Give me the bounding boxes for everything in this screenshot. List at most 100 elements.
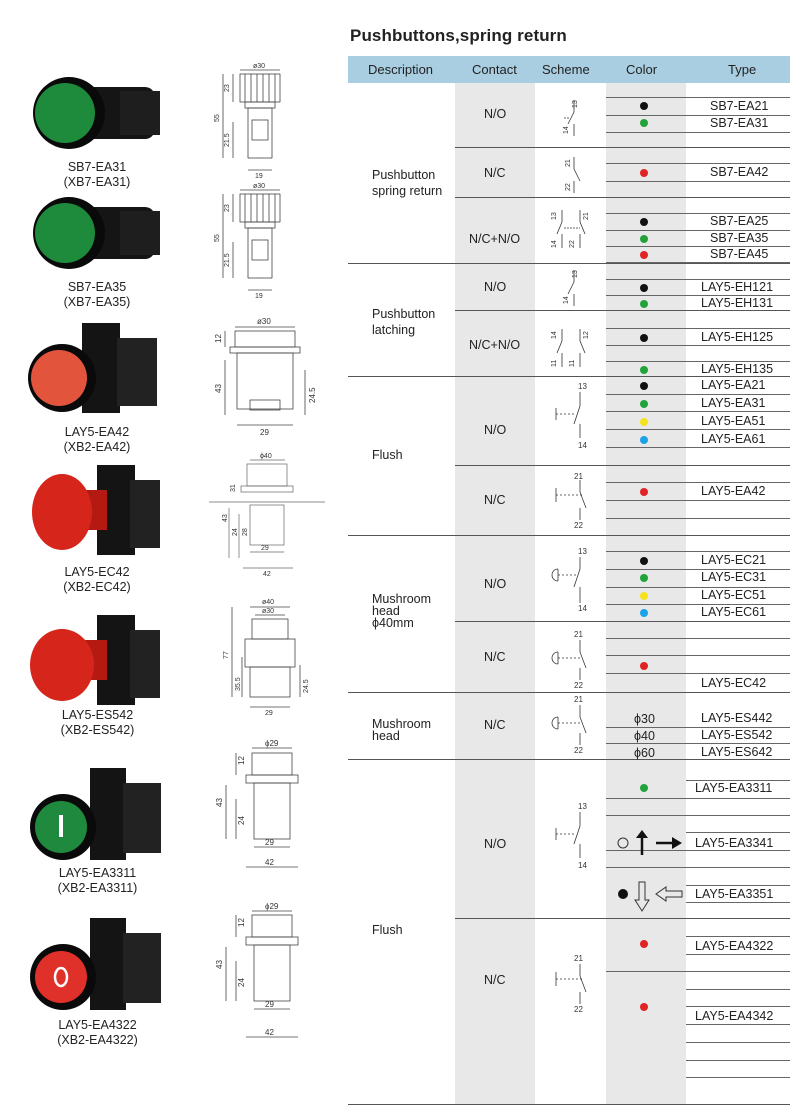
subsection-divider bbox=[455, 621, 790, 622]
terminal-label: 21 bbox=[565, 159, 572, 167]
terminal-label: 22 bbox=[574, 746, 583, 755]
terminal-label: 22 bbox=[574, 681, 583, 690]
terminal-label: 14 bbox=[551, 240, 558, 248]
terminal-label: 13 bbox=[572, 100, 579, 108]
section-divider bbox=[348, 263, 790, 264]
contact-nc: N/C bbox=[484, 718, 506, 732]
dim-label: 21.5 bbox=[224, 253, 231, 267]
dim-label: ø40 bbox=[262, 599, 274, 606]
terminal-label: 21 bbox=[574, 630, 583, 639]
terminal-label: 14 bbox=[578, 441, 587, 450]
contact-no: N/O bbox=[484, 837, 507, 851]
color-dot bbox=[640, 557, 648, 565]
dim-label: 24 bbox=[232, 528, 239, 536]
dim-label: 28 bbox=[242, 528, 249, 536]
product-code: SB7-EA31 bbox=[67, 160, 127, 174]
section-divider bbox=[348, 376, 790, 377]
dim-label: 42 bbox=[265, 1028, 274, 1037]
scheme-latching-no: 13 14 bbox=[563, 270, 579, 306]
type-code: LAY5-EC61 bbox=[701, 605, 767, 619]
section-divider bbox=[348, 692, 790, 693]
type-code: LAY5-EH121 bbox=[701, 280, 774, 294]
dim-label: 29 bbox=[260, 428, 269, 437]
color-dot bbox=[640, 418, 648, 426]
terminal-label: 11 bbox=[569, 360, 576, 367]
color-dot bbox=[640, 102, 648, 110]
size-60: ϕ60 bbox=[634, 746, 655, 760]
dim-label: 35.5 bbox=[235, 677, 242, 691]
dim-label: 43 bbox=[222, 514, 229, 522]
contact-ncno: N/C+N/O bbox=[469, 232, 521, 246]
page-title: Pushbuttons,spring return bbox=[350, 26, 567, 45]
product-alt-code: (XB7-EA35) bbox=[63, 295, 131, 309]
section-divider bbox=[348, 759, 790, 760]
terminal-label: 13 bbox=[578, 802, 587, 811]
dim-label: 24 bbox=[237, 978, 246, 987]
color-dot bbox=[640, 574, 648, 582]
product-label-1: SB7-EA31 (XB7-EA31) bbox=[42, 160, 152, 190]
dim-label: 29 bbox=[265, 710, 273, 717]
product-label-2: SB7-EA35 (XB7-EA35) bbox=[42, 280, 152, 310]
dimension-drawing-7: ϕ29 12 43 24 29 42 bbox=[215, 902, 299, 1038]
color-dot bbox=[640, 488, 648, 496]
color-dot bbox=[640, 784, 648, 792]
terminal-label: 14 bbox=[563, 296, 570, 304]
subsection-divider bbox=[455, 197, 790, 198]
terminal-label: 22 bbox=[574, 1005, 583, 1014]
product-alt-code: (XB2-EC42) bbox=[63, 580, 131, 594]
dim-label: 55 bbox=[214, 234, 221, 242]
dim-label: 77 bbox=[223, 651, 230, 659]
desc-pushbutton-latching: Pushbutton latching bbox=[372, 307, 436, 337]
contact-nc: N/C bbox=[484, 650, 506, 664]
contact-no: N/O bbox=[484, 107, 507, 121]
dim-label: ø30 bbox=[262, 608, 274, 615]
dim-label: 19 bbox=[255, 293, 263, 300]
header-color: Color bbox=[626, 62, 658, 77]
terminal-label: 14 bbox=[563, 126, 570, 134]
dim-label: ϕ40 bbox=[260, 453, 272, 460]
subsection-divider bbox=[455, 310, 790, 311]
type-code: LAY5-EA51 bbox=[701, 414, 766, 428]
arrow-up-right-icon bbox=[617, 830, 682, 855]
dimension-drawing-4: ϕ40 31 43 24 28 29 42 bbox=[209, 453, 325, 578]
dim-label: 12 bbox=[214, 334, 223, 343]
type-code: LAY5-EA3311 bbox=[695, 781, 773, 795]
product-photo-sb7-ea31 bbox=[33, 77, 160, 149]
type-code: LAY5-EH131 bbox=[701, 296, 774, 310]
type-code: LAY5-EA3341 bbox=[695, 836, 774, 850]
type-code: LAY5-ES642 bbox=[701, 745, 773, 759]
dim-label: 29 bbox=[265, 1000, 274, 1009]
dim-label: ϕ29 bbox=[265, 902, 279, 911]
product-photo-sb7-ea35 bbox=[33, 197, 160, 269]
color-dot bbox=[640, 300, 648, 308]
type-code: LAY5-EA4342 bbox=[695, 1009, 774, 1023]
type-code: LAY5-EC42 bbox=[701, 676, 767, 690]
contact-no: N/O bbox=[484, 577, 507, 591]
color-dot bbox=[640, 119, 648, 127]
product-code: LAY5-EA3311 bbox=[58, 866, 137, 880]
terminal-label: 22 bbox=[565, 183, 572, 191]
terminal-label: 13 bbox=[551, 212, 558, 220]
dimension-drawing-5: ø40 ø30 77 35.5 24.5 29 bbox=[223, 599, 310, 717]
type-code: SB7-EA45 bbox=[710, 247, 769, 261]
dim-label: 43 bbox=[215, 960, 224, 969]
color-dot bbox=[640, 366, 648, 374]
header-scheme: Scheme bbox=[542, 62, 590, 77]
dim-label: 24.5 bbox=[308, 387, 317, 403]
type-code: SB7-EA31 bbox=[710, 116, 769, 130]
color-dot bbox=[640, 284, 648, 292]
product-code: LAY5-EA42 bbox=[64, 425, 130, 439]
dim-label: 23 bbox=[224, 204, 231, 212]
subsection-divider bbox=[455, 918, 790, 919]
desc-flush: Flush bbox=[372, 448, 403, 462]
terminal-label: 13 bbox=[572, 270, 579, 278]
product-photo-lay5-ea42 bbox=[28, 323, 157, 413]
product-alt-code: (XB2-EA3311) bbox=[57, 881, 138, 895]
dim-label: 43 bbox=[215, 798, 224, 807]
scheme-mushroom-head-nc: 21 22 bbox=[551, 695, 587, 755]
product-code: SB7-EA35 bbox=[67, 280, 127, 294]
terminal-label: 22 bbox=[574, 521, 583, 530]
scheme-latching-ncno: 14 11 12 11 bbox=[551, 329, 590, 367]
type-code: LAY5-EC21 bbox=[701, 553, 767, 567]
type-code: LAY5-EA31 bbox=[701, 396, 766, 410]
